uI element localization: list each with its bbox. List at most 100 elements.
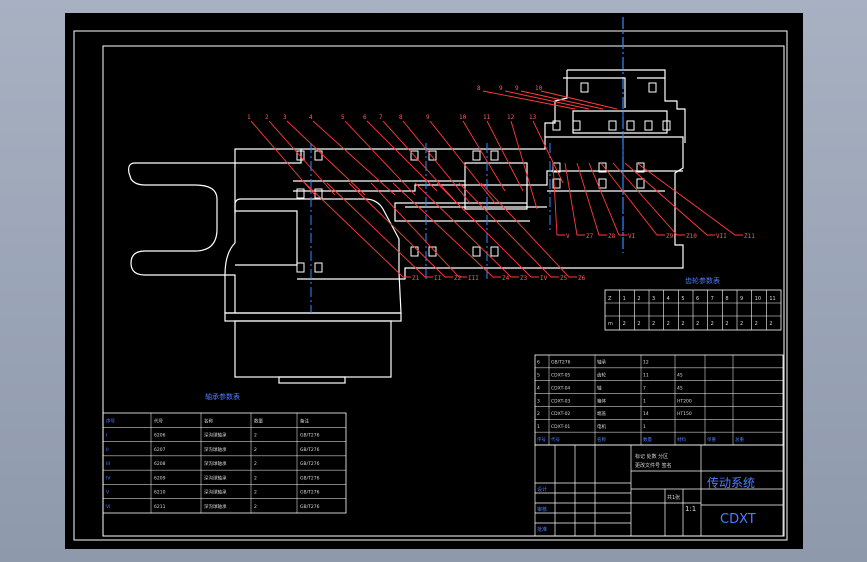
callout-label: 8: [477, 85, 481, 92]
callout-label: Z5: [560, 275, 568, 282]
bearing-table-cell: GB/T276: [300, 433, 320, 439]
callout-label: 9: [426, 114, 430, 121]
gear-table-header-cell: 5: [681, 296, 684, 302]
parts-list-cell: 7: [643, 385, 646, 391]
gear-table-cell: 2: [725, 321, 728, 327]
parts-list-cell: CDXT-02: [551, 411, 570, 417]
leader-line: [286, 120, 366, 196]
gear-table-cell: 2: [667, 321, 670, 327]
title-block-title: 传动系统: [707, 475, 755, 490]
callout-label: Z11: [744, 233, 755, 240]
callout-label: 8: [399, 114, 403, 121]
bearing-table-cell: IV: [106, 475, 111, 481]
bearing-table-cell: 6209: [154, 475, 166, 481]
gear-table-header-cell: 8: [725, 296, 728, 302]
callout-label: 1: [247, 114, 251, 121]
leader-line: [370, 182, 467, 278]
bearing-mark: [608, 120, 617, 131]
parts-list-cell: 齿轮: [597, 372, 606, 379]
leader-line: [540, 90, 618, 110]
leader-line: [436, 182, 539, 278]
gear-table-header-cell: 2: [637, 296, 640, 302]
bearing-mark: [552, 178, 561, 189]
bearing-table-cell: 深沟球轴承: [204, 446, 227, 453]
title-block: [534, 444, 784, 537]
callout-label: 5: [341, 114, 345, 121]
bearing-mark: [472, 150, 481, 161]
outer-frame: [73, 30, 788, 541]
gear-table-header-cell: 10: [755, 296, 761, 302]
gear-table-header-cell: Z: [608, 296, 612, 302]
bearing-table-cell: GB/T276: [300, 461, 320, 467]
gear-table-cell: 2: [681, 321, 684, 327]
bearing-table-cell: 2: [254, 447, 257, 453]
bearing-mark: [428, 246, 437, 257]
bearing-table-cell: 名称: [204, 417, 213, 424]
leader-line: [326, 182, 433, 278]
parts-list-cell: 3: [537, 398, 540, 404]
callout-label: 9: [515, 85, 519, 92]
bearing-table-cell: II: [106, 447, 109, 453]
bearing-mark: [490, 246, 499, 257]
title-block-approver: 批准: [537, 526, 547, 533]
leader-line: [402, 120, 471, 204]
leader-line: [520, 90, 604, 110]
callout-label: III: [468, 275, 479, 282]
housing-outline: [128, 69, 686, 313]
bearing-table-cell: 2: [254, 475, 257, 481]
callout-label: Z8: [608, 233, 616, 240]
bearing-mark: [598, 178, 607, 189]
leader-line: [304, 182, 411, 278]
gear-table-cell: 2: [755, 321, 758, 327]
title-block-code: CDXT: [720, 512, 756, 527]
bearing-mark: [410, 150, 419, 161]
bearing-table-cell: GB/T276: [300, 504, 320, 510]
parts-list-cell: 轴承: [597, 359, 606, 366]
bearing-table-cell: 6208: [154, 461, 166, 467]
callout-label: 9: [499, 85, 503, 92]
leader-line: [366, 120, 438, 192]
callout-label: Z6: [578, 275, 586, 282]
parts-list-cell: CDXT-05: [551, 373, 570, 379]
leader-line: [510, 120, 538, 210]
callout-label: V: [566, 233, 570, 240]
leader-line: [392, 182, 501, 278]
parts-list-cell: 45: [677, 373, 683, 379]
bearing-mark: [598, 162, 607, 173]
leader-line: [382, 120, 458, 204]
parts-list-cell: 1: [643, 398, 646, 404]
callout-label: 3: [283, 114, 287, 121]
leader-line: [600, 162, 665, 236]
leader-line: [344, 120, 416, 196]
gear-table-header-cell: 1: [623, 296, 626, 302]
gear-table-header-cell: 7: [711, 296, 714, 302]
title-block-scale: 1:1: [685, 505, 696, 513]
bearing-table-cell: 2: [254, 433, 257, 439]
bearing-table-cell: 数量: [254, 417, 263, 424]
parts-list-cell: CDXT-04: [551, 385, 570, 391]
gear-table-cell: m: [608, 321, 613, 327]
callout-label: VI: [628, 233, 636, 240]
leader-line: [312, 120, 396, 196]
bearing-mark: [636, 178, 645, 189]
gear-table-cell: 2: [637, 321, 640, 327]
parts-list-cell: 2: [537, 411, 540, 417]
leader-line: [414, 182, 519, 278]
callout-label: Z2: [454, 275, 462, 282]
callout-label: VII: [716, 233, 727, 240]
gear-table-cell: 2: [711, 321, 714, 327]
callout-label: IV: [540, 275, 548, 282]
parts-list-cell: 电机: [597, 423, 606, 430]
leader-line: [268, 120, 336, 196]
callout-label: Z7: [586, 233, 594, 240]
bearing-mark: [314, 262, 323, 273]
leader-line: [588, 162, 627, 236]
callout-label: Z1: [412, 275, 420, 282]
callout-label: 13: [529, 114, 537, 121]
bearing-mark: [428, 150, 437, 161]
motor: [224, 198, 402, 384]
